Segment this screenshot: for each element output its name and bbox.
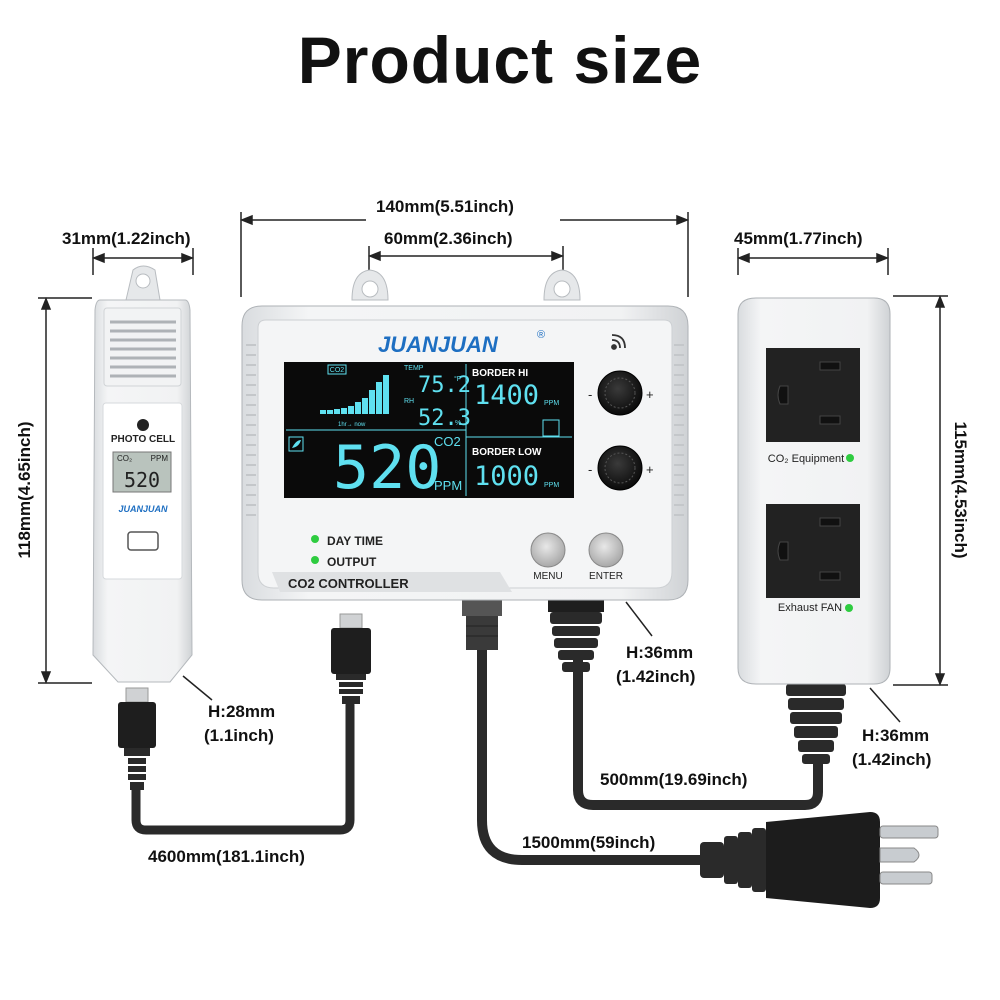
lcd-main-unit-top: CO2 (434, 434, 461, 449)
border-low-knob[interactable] (597, 445, 643, 491)
outlet-width-label: 45mm(1.77inch) (734, 229, 863, 248)
sensor-depth-label: H:28mm (208, 702, 276, 721)
strain-relief-controller (548, 600, 604, 672)
menu-button-label: MENU (533, 571, 562, 582)
hook-spacing-label: 60mm(2.36inch) (384, 229, 513, 248)
indicator-daytime-label: DAY TIME (327, 534, 383, 548)
sensor-plug-left (118, 687, 156, 790)
outlet-depth-inch-label: (1.42inch) (852, 750, 932, 769)
controller-panel-label: CO2 CONTROLLER (288, 576, 409, 591)
wifi-icon (611, 334, 626, 350)
outlet-box (737, 297, 891, 685)
enter-button-label: ENTER (589, 571, 623, 582)
sensor-depth-inch-label: (1.1inch) (204, 726, 274, 745)
lcd-temp-label: TEMP (404, 365, 424, 372)
outlet-2-led (845, 604, 853, 612)
border-hi-knob[interactable] (597, 370, 643, 416)
lcd-main-value: 520 (333, 433, 441, 503)
lcd-border-low-value: 1000 (474, 461, 539, 492)
outlet-cable-label: 500mm(19.69inch) (600, 770, 748, 789)
outlet-1-led (846, 454, 854, 462)
controller-width-label: 140mm(5.51inch) (376, 197, 514, 216)
outlet-1-label: CO₂ Equipment (768, 453, 844, 465)
lcd-border-hi-unit: PPM (544, 400, 559, 407)
sensor-brand: JUANJUAN (118, 504, 168, 514)
controller-brand: JUANJUAN (378, 332, 499, 357)
sensor-button[interactable] (127, 531, 159, 551)
lcd-main-unit-bottom: PPM (434, 478, 462, 493)
knob-low-plus: + (646, 462, 654, 477)
menu-button[interactable] (530, 532, 566, 568)
sensor-lcd-co2: CO₂ (117, 454, 132, 463)
lcd-co2-tag: CO2 (330, 367, 345, 374)
outlet-depth-label: H:36mm (862, 726, 930, 745)
knob-low-minus: - (588, 462, 592, 477)
dimension-lines (38, 212, 948, 723)
cable-gland-left (462, 600, 502, 650)
output-led (311, 556, 319, 564)
sensor-width-label: 31mm(1.22inch) (62, 229, 191, 248)
sensor-cable-label: 4600mm(181.1inch) (148, 847, 305, 866)
lcd-time-axis: 1hr→ now (338, 422, 366, 428)
lcd-rh-value: 52.3 (418, 406, 471, 431)
knob-hi-plus: + (646, 387, 654, 402)
outlet-2-label: Exhaust FAN (778, 602, 842, 614)
registered-mark: ® (537, 329, 545, 341)
sensor-plug-right (331, 613, 371, 704)
lcd-border-low-unit: PPM (544, 482, 559, 489)
power-cable-label: 1500mm(59inch) (522, 833, 656, 852)
lcd-border-hi-value: 1400 (474, 380, 539, 411)
indicator-output-label: OUTPUT (327, 555, 377, 569)
enter-button[interactable] (588, 532, 624, 568)
controller-depth-label: H:36mm (626, 643, 694, 662)
sensor-photocell-label: PHOTO CELL (111, 434, 175, 445)
leaf-icon (288, 436, 304, 452)
sensor-lcd-ppm: PPM (151, 454, 169, 463)
lcd-border-low-label: BORDER LOW (472, 447, 542, 458)
controller-depth-inch-label: (1.42inch) (616, 667, 696, 686)
sensor-lcd-value: 520 (124, 468, 160, 492)
fan-icon (542, 419, 560, 437)
cables (131, 645, 823, 865)
lcd-border-hi-label: BORDER HI (472, 368, 528, 379)
page-title: Product size (297, 23, 703, 97)
co2-sensor (92, 265, 193, 683)
power-plug (700, 812, 939, 908)
lcd-rh-unit: % (455, 420, 461, 427)
lcd-rh-label: RH (404, 398, 414, 405)
knob-hi-minus: - (588, 387, 592, 402)
strain-relief-outlet (786, 684, 846, 764)
daytime-led (311, 535, 319, 543)
lcd-temp-value: 75.2 (418, 373, 471, 398)
co2-trend-graph (320, 375, 389, 414)
lcd-temp-unit: °F (454, 375, 461, 383)
